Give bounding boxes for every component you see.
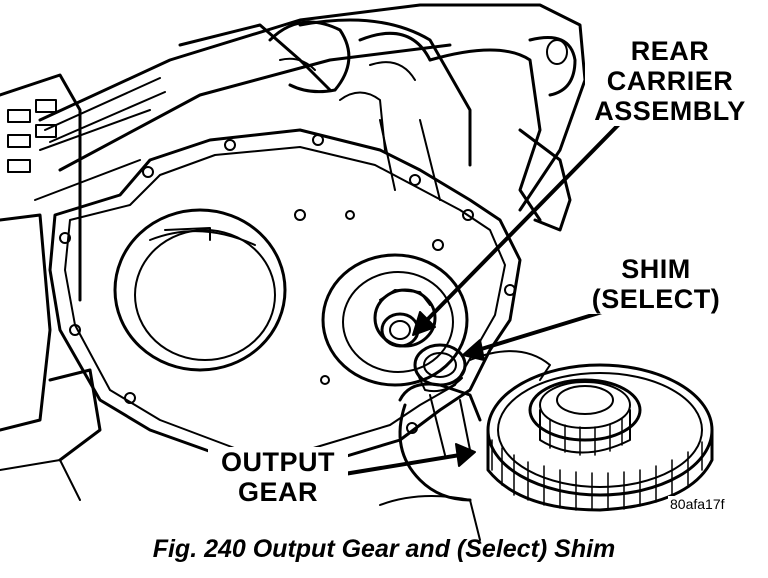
output-gear-label: OUTPUT GEAR: [208, 447, 348, 507]
figure-caption: Fig. 240 Output Gear and (Select) Shim: [152, 535, 616, 563]
left-bracket: [0, 73, 102, 501]
rear-label-line-2: CARRIER: [606, 66, 734, 96]
shim-select-label: SHIM (SELECT): [586, 254, 726, 314]
output-label-line-1: OUTPUT: [221, 447, 335, 477]
output-gear: [486, 363, 714, 512]
output-label-line-2: GEAR: [237, 477, 318, 507]
right-bore: [321, 253, 469, 387]
shim-label-line-1: SHIM: [621, 254, 691, 284]
left-bore: [113, 208, 287, 372]
figure-code: 80afa17f: [668, 496, 727, 512]
leader-arrows: [318, 113, 630, 480]
hand: [379, 350, 551, 541]
rear-carrier-assembly-label: REAR CARRIER ASSEMBLY: [585, 36, 755, 126]
rear-label-line-1: REAR: [630, 36, 710, 66]
shim-label-line-2: (SELECT): [591, 284, 721, 314]
rear-label-line-3: ASSEMBLY: [594, 96, 746, 126]
